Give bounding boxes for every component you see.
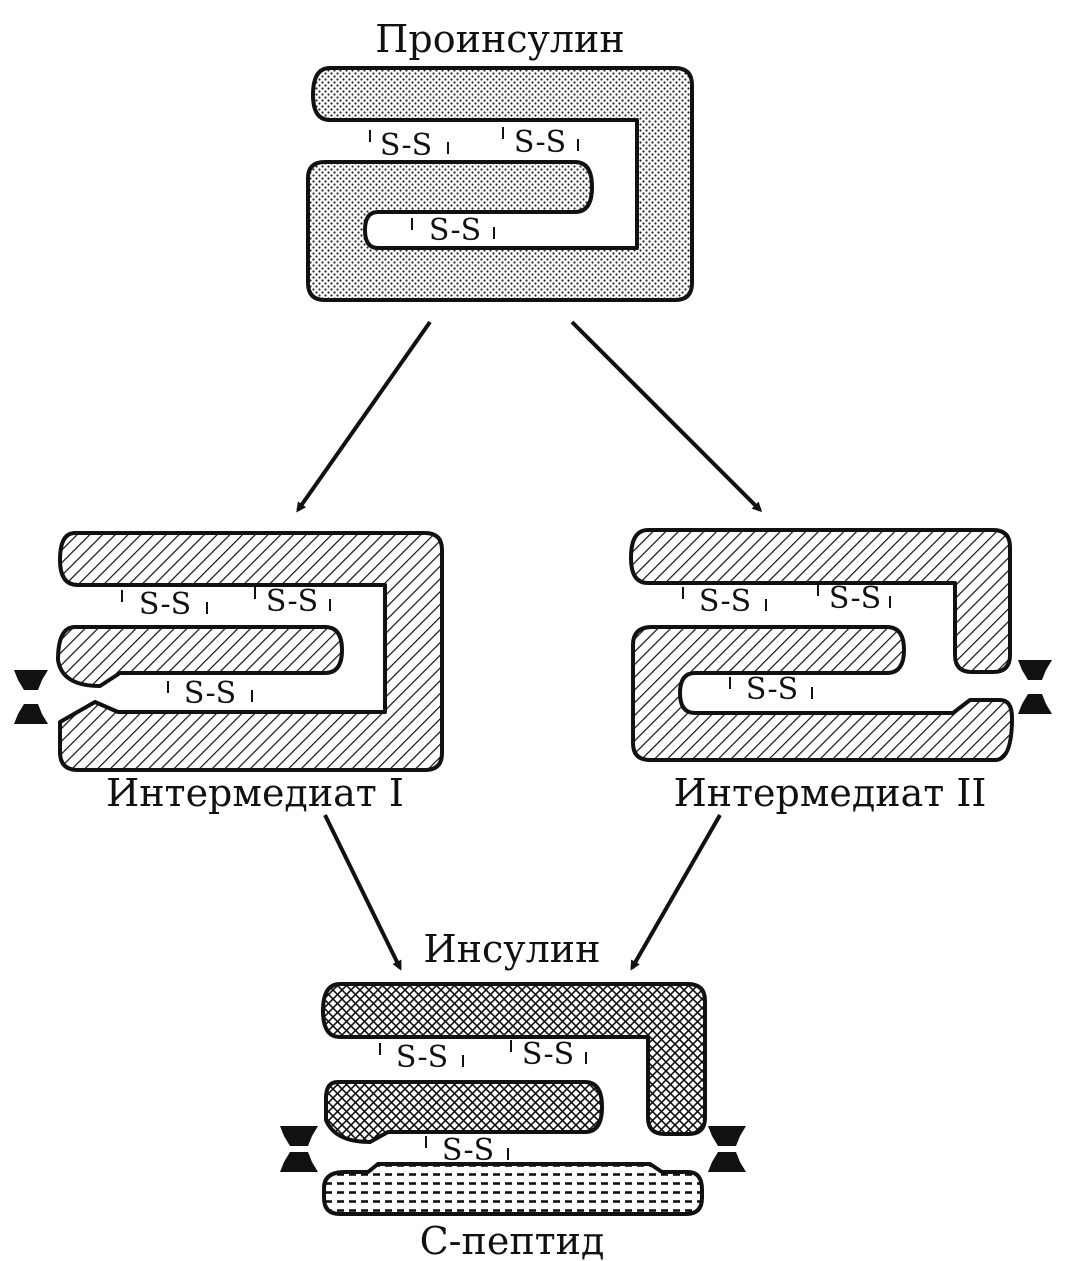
cleavage-site-icon xyxy=(708,1126,746,1172)
insulin-b-chain-shape xyxy=(321,982,707,1136)
intermediate1-disulfide-bonds: S-S S-S S-S xyxy=(121,584,331,711)
cleavage-site-icon xyxy=(14,670,48,724)
arrow-icon xyxy=(296,320,432,513)
disulfide-bond: S-S xyxy=(746,672,798,707)
arrows xyxy=(296,320,763,971)
proinsulin-disulfide-bonds: S-S S-S S-S xyxy=(369,125,579,248)
disulfide-bond: S-S xyxy=(184,676,236,711)
arrow-icon xyxy=(630,814,722,971)
arrow-icon xyxy=(323,814,402,971)
arrow-icon xyxy=(570,320,763,513)
intermediate1-upper-shape xyxy=(58,531,444,772)
cleavage-site-icon xyxy=(1018,660,1052,714)
intermediate1-inner-shape xyxy=(56,625,344,688)
c-peptide-label: С-пептид xyxy=(420,1219,605,1261)
disulfide-bond: S-S xyxy=(266,584,318,619)
intermediate2-label: Интермедиат II xyxy=(674,771,987,815)
disulfide-bond: S-S xyxy=(139,587,191,622)
proinsulin-label: Проинсулин xyxy=(375,17,624,61)
disulfide-bond: S-S xyxy=(699,584,751,619)
intermediate2-lower-shape xyxy=(631,625,1014,762)
disulfide-bond: S-S xyxy=(829,581,881,616)
disulfide-bond: S-S xyxy=(514,125,566,160)
disulfide-bond: S-S xyxy=(396,1040,448,1075)
disulfide-bond: S-S xyxy=(429,213,481,248)
disulfide-bond: S-S xyxy=(380,128,432,163)
intermediate1-label: Интермедиат I xyxy=(106,771,404,815)
proinsulin-shape xyxy=(306,66,694,302)
c-peptide-shape xyxy=(322,1162,704,1216)
insulin-label: Инсулин xyxy=(424,927,601,971)
disulfide-bond: S-S xyxy=(522,1037,574,1072)
cleavage-site-icon xyxy=(280,1126,318,1172)
insulin-a-chain-shape xyxy=(324,1080,604,1144)
intermediate2-disulfide-bonds: S-S S-S S-S xyxy=(682,581,891,707)
intermediate2-upper-shape xyxy=(629,528,1012,674)
